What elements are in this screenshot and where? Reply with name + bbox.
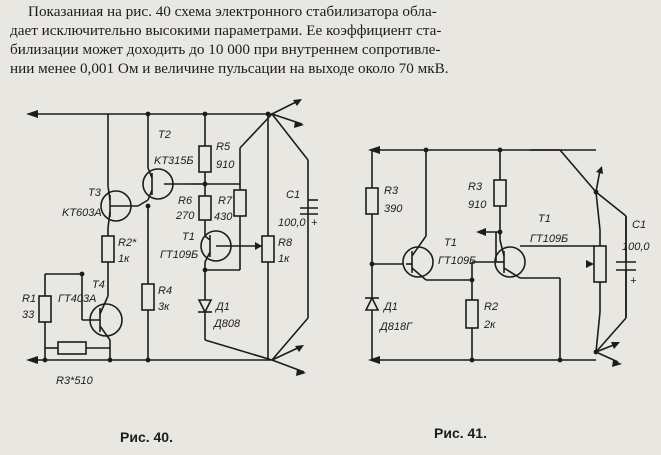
t1-label: T1 — [182, 231, 195, 243]
r1-value-label: 33 — [22, 309, 35, 321]
paragraph-line-4: нии менее 0,001 Ом и величине пульсации … — [10, 60, 449, 77]
t1b-label: T1 — [538, 213, 551, 225]
c1-value-label: 100,0 — [278, 217, 306, 229]
r2-41-label: R2 — [484, 301, 498, 313]
t2-label: T2 — [158, 129, 171, 141]
r5-label: R5 — [216, 141, 231, 153]
r2-label: R2* — [118, 237, 137, 249]
d1-41-type-label: Д818Г — [378, 321, 413, 333]
r3a-label: R3 — [384, 185, 399, 197]
paragraph-line-3: билизации может доходить до 10 000 при в… — [10, 41, 441, 58]
r3-label: R3*510 — [56, 375, 94, 387]
c1-plus-label: + — [311, 217, 318, 229]
paragraph-line-2: дает исключительно высокими параметрами.… — [10, 22, 442, 39]
r4-value-label: 3к — [158, 301, 170, 313]
r6-value-label: 270 — [175, 210, 195, 222]
c1-label: C1 — [286, 189, 300, 201]
r2-value-label: 1к — [118, 253, 130, 265]
figure-40-caption: Рис. 40. — [120, 429, 173, 445]
t1-type-label: ГТ109Б — [160, 249, 198, 261]
r6-label: R6 — [178, 195, 193, 207]
c1-41-label: C1 — [632, 219, 646, 231]
paragraph-line-1: Показаниая на рис. 40 схема электронного… — [28, 3, 437, 20]
r3b-label: R3 — [468, 181, 483, 193]
r2-41-value-label: 2к — [483, 319, 496, 331]
t1b-type-label: ГТ109Б — [530, 233, 568, 245]
d1-41-label: Д1 — [382, 301, 398, 313]
t1a-label: T1 — [444, 237, 457, 249]
t3-type-label: KT603A — [62, 207, 102, 219]
figure-40-schematic: T3 KT603A T2 KT315Б R5 910 R6 270 R7 430… — [22, 99, 318, 445]
r8-label: R8 — [278, 237, 293, 249]
t4-type-label: ГТ403А — [58, 293, 96, 305]
t4-label: T4 — [92, 279, 105, 291]
figure-41-schematic: R3 390 R3 910 T1 ГТ109Б T1 ГТ109Б C1 100… — [364, 146, 650, 441]
r1-label: R1 — [22, 293, 36, 305]
d1-label: Д1 — [214, 301, 230, 313]
c1-41-plus-label: + — [630, 275, 637, 287]
r3a-value-label: 390 — [384, 203, 403, 215]
r3b-value-label: 910 — [468, 199, 487, 211]
t2-type-label: KT315Б — [154, 155, 194, 167]
body-paragraph: Показаниая на рис. 40 схема электронного… — [10, 2, 655, 78]
figure-41-caption: Рис. 41. — [434, 425, 487, 441]
t1a-type-label: ГТ109Б — [438, 255, 476, 267]
t3-label: T3 — [88, 187, 102, 199]
r7-label: R7 — [218, 195, 233, 207]
r4-label: R4 — [158, 285, 172, 297]
r8-value-label: 1к — [278, 253, 290, 265]
c1-41-value-label: 100,0 — [622, 241, 650, 253]
d1-type-label: Д808 — [212, 318, 241, 330]
r5-value-label: 910 — [216, 159, 235, 171]
r7-value-label: 430 — [214, 211, 233, 223]
